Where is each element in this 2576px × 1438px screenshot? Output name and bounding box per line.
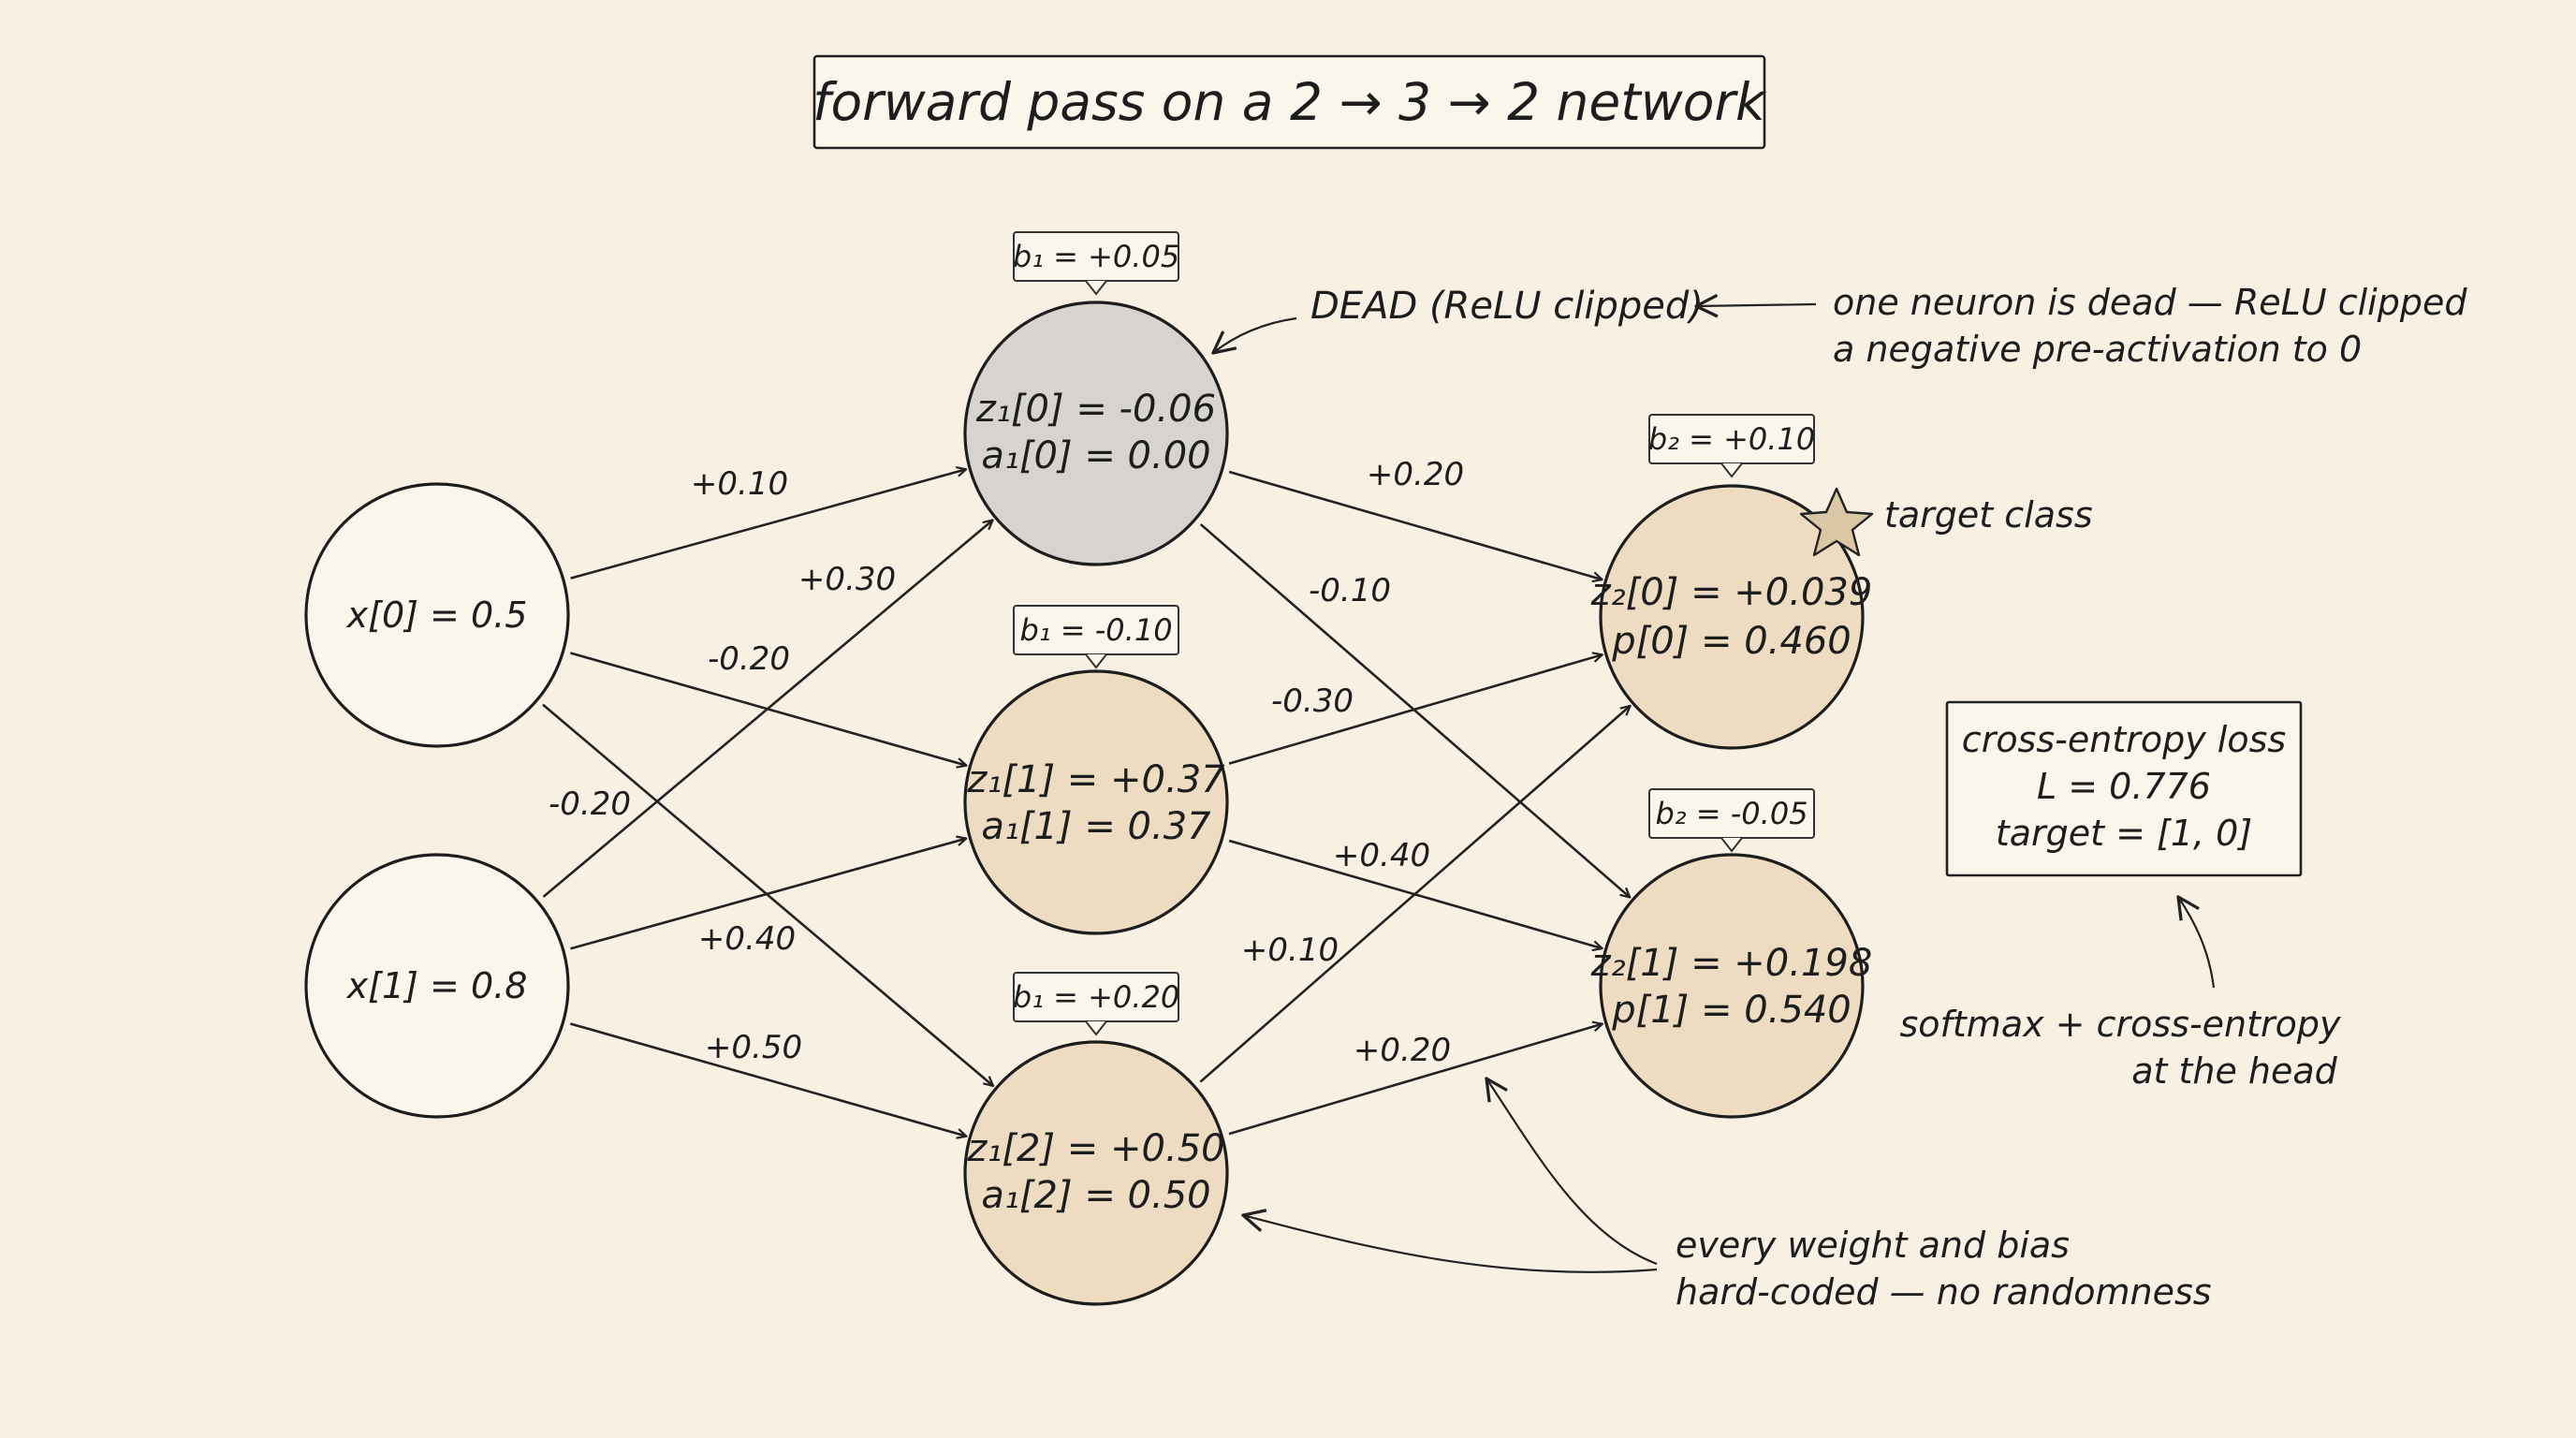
layer2-edge-1-0: [1228, 654, 1603, 765]
preactivation-label: z₁[2] = +0.50: [966, 1127, 1224, 1170]
hidden-node-2: b₁ = +0.20 z₁[2] = +0.50 a₁[2] = 0.50: [963, 972, 1229, 1306]
title-frame: forward pass on a 2 → 3 → 2 network: [812, 54, 1767, 150]
probability-label: p[0] = 0.460: [1611, 620, 1852, 663]
activation-label: a₁[2] = 0.50: [981, 1174, 1210, 1217]
activation-label: a₁[1] = 0.37: [981, 805, 1211, 848]
layer1-edge-0-0: [570, 469, 966, 580]
softmax-annotation: softmax + cross-entropy at the head: [1899, 897, 2341, 1092]
softmax-note-line-1: softmax + cross-entropy: [1899, 1004, 2341, 1045]
hidden-node-0: b₁ = +0.05 z₁[0] = -0.06 a₁[0] = 0.00: [963, 231, 1229, 566]
layer1-edge-1-2: [570, 1022, 966, 1136]
loss-value: L = 0.776: [2037, 766, 2211, 807]
hidden-node-1: b₁ = -0.10 z₁[1] = +0.37 a₁[1] = 0.37: [963, 605, 1229, 935]
output-node-1: b₂ = -0.05 z₂[1] = +0.198 p[1] = 0.540: [1590, 788, 1873, 1119]
dead-note-line-1: one neuron is dead — ReLU clipped: [1833, 282, 2467, 323]
diagram-title: forward pass on a 2 → 3 → 2 network: [812, 72, 1767, 132]
layer1-weight-label-1-2: +0.50: [705, 1029, 802, 1066]
layer2-edge-2-0: [1199, 706, 1630, 1083]
dead-label: DEAD (ReLU clipped): [1310, 285, 1704, 328]
star-icon: [1799, 487, 1874, 557]
logit-label: z₂[0] = +0.039: [1590, 571, 1873, 614]
layer1-weight-label-0-0: +0.10: [691, 465, 788, 503]
loss-box: cross-entropy loss L = 0.776 target = [1…: [1945, 700, 2303, 877]
bias-label: b₁ = +0.05: [1013, 239, 1179, 274]
layer2-edge-2-1: [1228, 1024, 1603, 1136]
dead-annotation: DEAD (ReLU clipped) one neuron is dead —…: [1213, 282, 2467, 370]
layer2-weight-label-2-0: +0.10: [1241, 932, 1339, 969]
layer2-weight-label-0-0: +0.20: [1367, 456, 1464, 493]
bias-label: b₂ = +0.10: [1648, 421, 1815, 457]
bias-label: b₁ = -0.10: [1019, 612, 1172, 648]
input-label: x[1] = 0.8: [346, 965, 528, 1006]
preactivation-label: z₁[1] = +0.37: [966, 758, 1225, 801]
layer1-edge-1-1: [570, 839, 967, 950]
probability-label: p[1] = 0.540: [1611, 989, 1852, 1032]
layer2-edge-0-1: [1199, 523, 1631, 897]
hardcoded-note-line-2: hard-coded — no randomness: [1676, 1271, 2212, 1313]
hardcoded-annotation: every weight and bias hard-coded — no ra…: [1243, 1078, 2212, 1313]
layer2-edge-0-0: [1228, 470, 1602, 580]
layer2-weight-label-0-1: -0.10: [1309, 572, 1391, 609]
logit-label: z₂[1] = +0.198: [1590, 942, 1873, 985]
bias-label: b₂ = -0.05: [1655, 796, 1808, 831]
input-label: x[0] = 0.5: [346, 594, 528, 636]
preactivation-label: z₁[0] = -0.06: [975, 388, 1216, 431]
layer1-weight-label-0-2: -0.20: [549, 785, 631, 823]
layer2-edges: [1199, 470, 1631, 1136]
target-class-label: target class: [1884, 494, 2093, 536]
layer2-weight-label-2-1: +0.20: [1354, 1032, 1451, 1069]
layer1-weight-label-1-1: +0.40: [698, 920, 796, 958]
loss-title: cross-entropy loss: [1962, 719, 2286, 760]
layer1-weight-label-0-1: -0.20: [708, 640, 790, 678]
dead-note-line-2: a negative pre-activation to 0: [1833, 329, 2362, 370]
softmax-note-line-2: at the head: [2131, 1050, 2337, 1092]
layer1-weight-label-1-0: +0.30: [798, 561, 896, 598]
bias-label: b₁ = +0.20: [1013, 979, 1179, 1015]
target-vector: target = [1, 0]: [1996, 813, 2252, 854]
hardcoded-note-line-1: every weight and bias: [1676, 1225, 2070, 1266]
output-node-0: b₂ = +0.10 z₂[0] = +0.039 p[0] = 0.460: [1590, 414, 1874, 750]
layer2-weight-label-1-0: -0.30: [1271, 682, 1354, 720]
layer1-edge-1-0: [542, 520, 992, 898]
layer1-edge-0-2: [542, 703, 993, 1086]
weight-labels: +0.10 -0.20 -0.20 +0.30 +0.40 +0.50 +0.20 -0.10…: [549, 456, 1464, 1069]
activation-label: a₁[0] = 0.00: [981, 434, 1210, 477]
layer1-edges: [542, 469, 993, 1136]
layer2-weight-label-1-1: +0.40: [1333, 837, 1430, 874]
input-node-1: x[1] = 0.8: [304, 853, 570, 1119]
input-node-0: x[0] = 0.5: [304, 482, 570, 748]
